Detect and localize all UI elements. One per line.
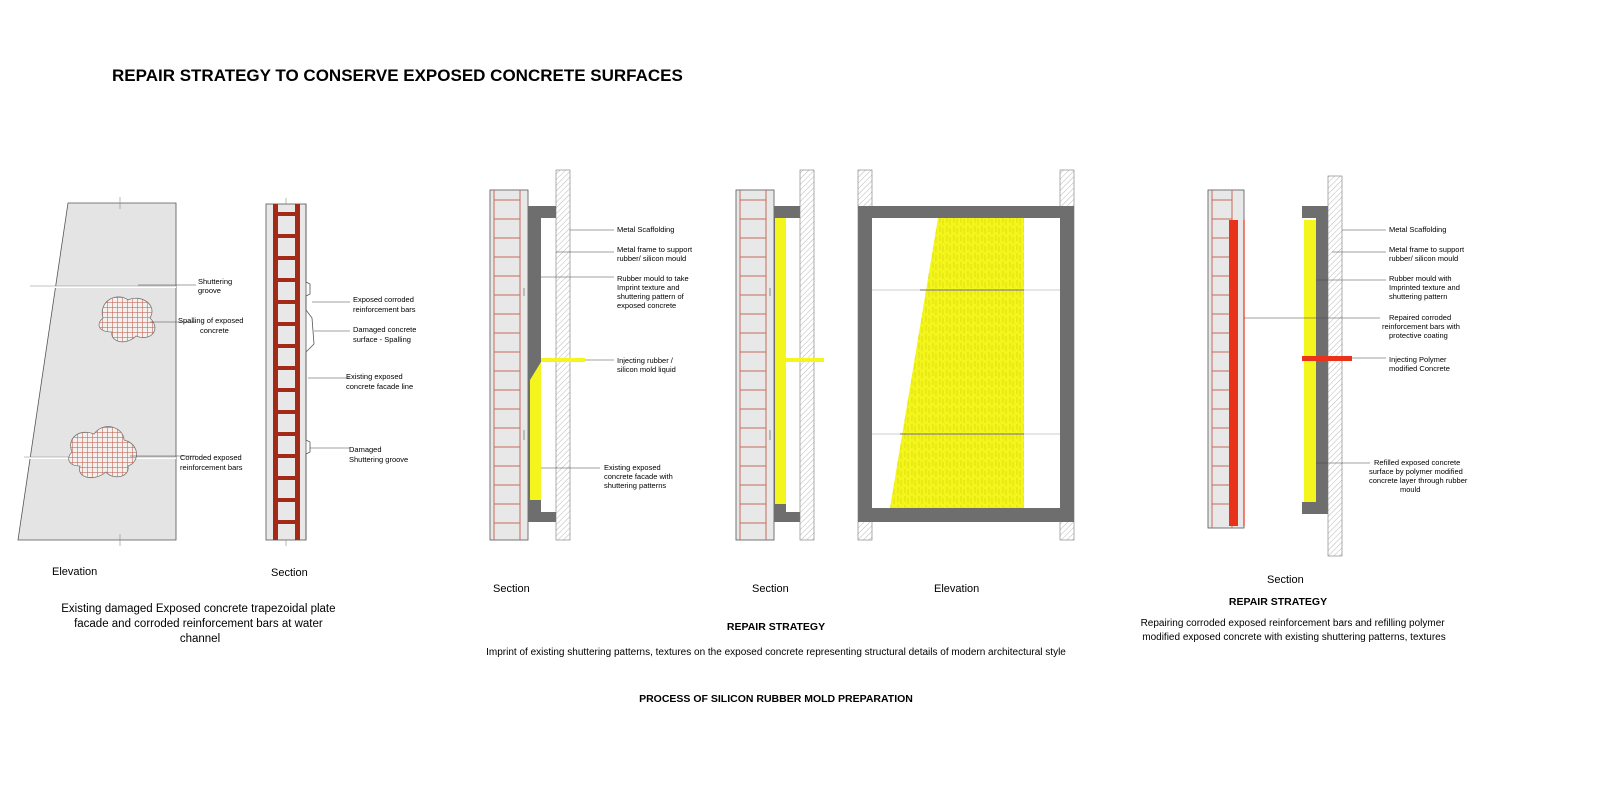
heading-repair-strategy-1: REPAIR STRATEGY: [727, 621, 825, 633]
injected-rubber-fill: [530, 362, 541, 500]
label-existing-line: Existing exposed concrete facade line: [346, 372, 413, 391]
view-label-elevation-2: Elevation: [934, 583, 979, 595]
label-shuttering-groove: Shuttering groove: [198, 277, 234, 295]
rebar-ladder: [273, 204, 300, 540]
panel-existing-damage: Shuttering groove Spalling of exposed co…: [17, 197, 418, 645]
panel-repair: Metal Scaffolding Metal frame to support…: [1141, 175, 1469, 643]
label-injecting-rubber: Injecting rubber / silicon mold liquid: [617, 356, 676, 374]
label-corroded-bars: Corroded exposed reinforcement bars: [180, 453, 244, 472]
caption-existing-damage: Existing damaged Exposed concrete trapez…: [61, 603, 338, 645]
process-title: PROCESS OF SILICON RUBBER MOLD PREPARATI…: [639, 693, 913, 705]
view-label-elevation: Elevation: [52, 566, 97, 578]
label-exposed-corroded: Exposed corroded reinforcement bars: [353, 295, 416, 314]
label-spalling: Spalling of exposed concrete: [178, 316, 246, 335]
label-metal-scaffolding: Metal Scaffolding: [617, 225, 674, 234]
label-metal-frame: Metal frame to support rubber/ silicon m…: [617, 245, 694, 263]
elevation-trapezoid-plate: [17, 202, 177, 541]
view-label-section-2: Section: [752, 583, 789, 595]
page-title: REPAIR STRATEGY TO CONSERVE EXPOSED CONC…: [112, 66, 683, 85]
label-repaired-bars: Repaired corroded reinforcement bars wit…: [1382, 313, 1462, 340]
label-metal-scaffolding-repair: Metal Scaffolding: [1389, 225, 1446, 234]
elevation-mould-frame: [857, 169, 1075, 541]
label-injecting-polymer: Injecting Polymer modified Concrete: [1389, 355, 1450, 373]
description-repairing: Repairing corroded exposed reinforcement…: [1141, 618, 1448, 643]
label-existing-facade: Existing exposed concrete facade with sh…: [604, 463, 675, 490]
section-view-2: [735, 169, 824, 541]
view-label-section-1: Section: [493, 583, 530, 595]
label-rubber-mould: Rubber mould to take Imprint texture and…: [617, 274, 691, 310]
facade-profile: [305, 204, 315, 540]
label-refilled: Refilled exposed concrete surface by pol…: [1369, 458, 1469, 494]
polymer-injection: [1302, 356, 1352, 361]
rubber-mould-layer: [775, 218, 786, 504]
heading-repair-strategy-2: REPAIR STRATEGY: [1229, 596, 1327, 608]
description-imprint: Imprint of existing shuttering patterns,…: [486, 647, 1066, 658]
section-view-repair: [1207, 175, 1352, 557]
section-view-1: [489, 169, 585, 541]
view-label-section: Section: [271, 567, 308, 579]
panel-mold-preparation: Metal Scaffolding Metal frame to support…: [486, 169, 1075, 705]
label-rubber-mould-repair: Rubber mould with Imprinted texture and …: [1389, 274, 1462, 301]
label-damaged-surface: Damaged concrete surface - Spalling: [353, 325, 418, 344]
label-metal-frame-repair: Metal frame to support rubber/ silicon m…: [1389, 245, 1466, 263]
spalling-patch: [98, 296, 156, 343]
label-damaged-groove: Damaged Shuttering groove: [349, 445, 408, 464]
view-label-section-repair: Section: [1267, 574, 1304, 586]
repaired-rebar-coating: [1229, 220, 1238, 526]
corroded-bars-patch: [68, 426, 137, 479]
